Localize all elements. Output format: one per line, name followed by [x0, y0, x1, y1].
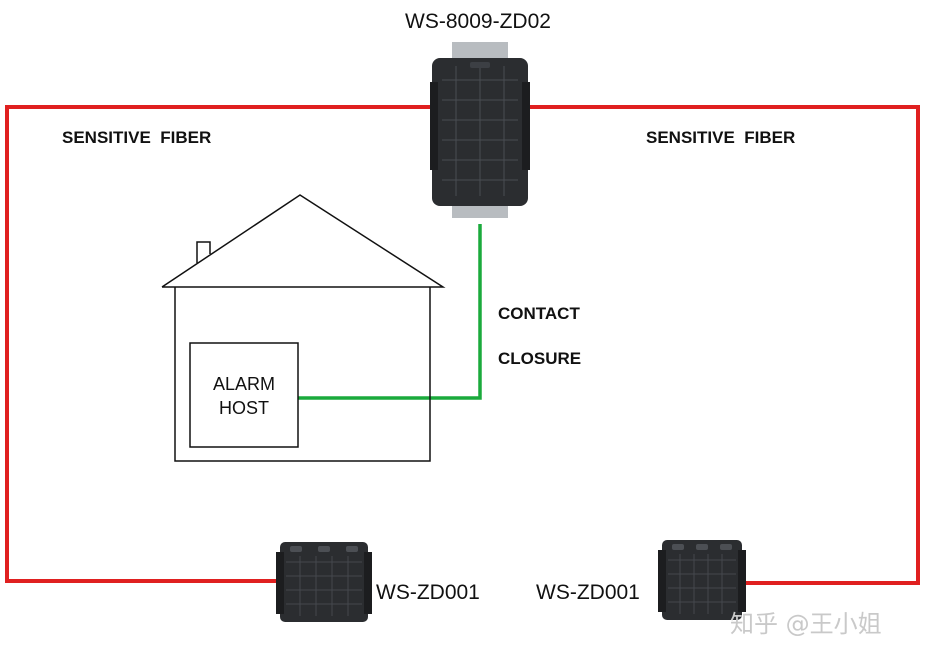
fiber-right-segment: [526, 105, 920, 585]
house-roof: [161, 194, 446, 288]
alarm-host-label-line2: HOST: [219, 398, 269, 418]
bottom-left-device: [276, 542, 372, 622]
house: [161, 194, 446, 462]
contact-label: CONTACT: [498, 304, 580, 323]
contact-closure-wire: [298, 224, 482, 400]
bottom-left-device-label: WS-ZD001: [376, 581, 480, 604]
house-chimney: [196, 241, 211, 263]
house-walls: [174, 287, 431, 462]
alarm-host-label-line1: ALARM: [213, 374, 275, 394]
sensitive-fiber-loop: [5, 105, 920, 585]
bottom-right-device: [658, 540, 746, 620]
left-fiber-label: SENSITIVE FIBER: [62, 128, 211, 147]
watermark-text: 知乎 @王小姐: [730, 610, 882, 638]
top-enclosure-device: [430, 42, 530, 218]
alarm-host-box: [189, 342, 299, 448]
fiber-left-segment: [5, 105, 432, 583]
right-fiber-label: SENSITIVE FIBER: [646, 128, 795, 147]
closure-label: CLOSURE: [498, 349, 581, 368]
bottom-right-device-label: WS-ZD001: [536, 581, 640, 604]
top-device-label: WS-8009-ZD02: [405, 10, 551, 33]
